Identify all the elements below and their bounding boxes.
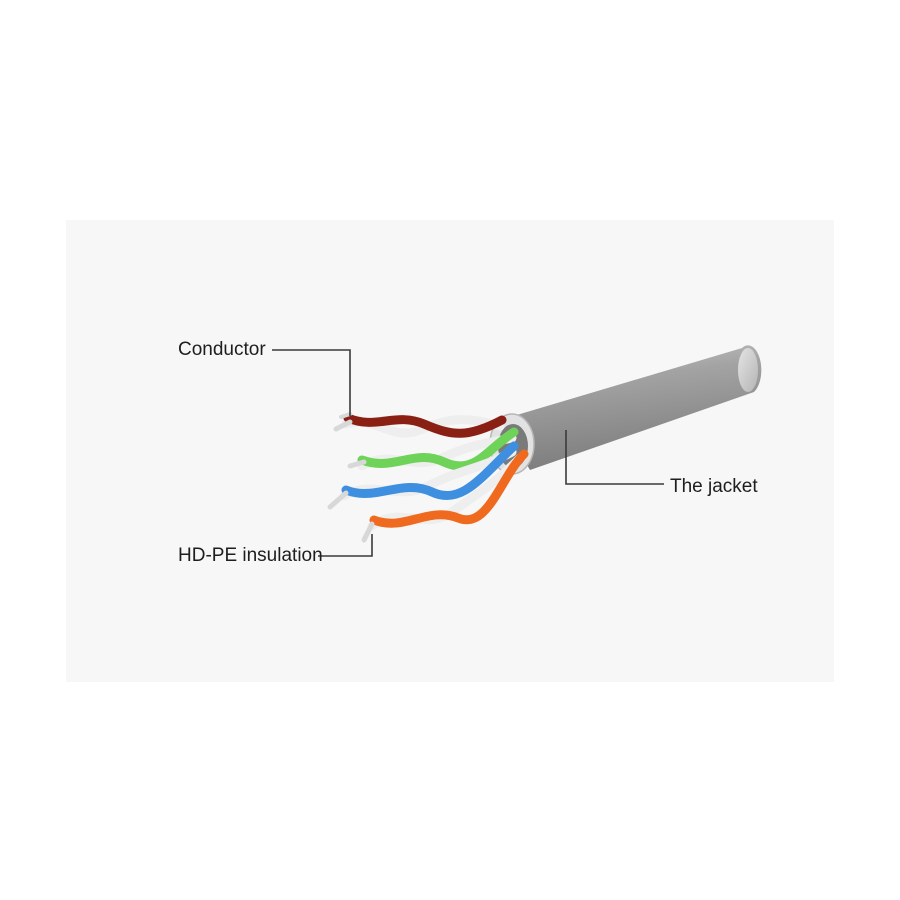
wire-pair-green (347, 427, 519, 471)
conductor-leader-line (272, 349, 351, 416)
insulation-leader-line (318, 534, 373, 557)
conductor-label: Conductor (178, 339, 266, 360)
wire-pair-blue (327, 441, 519, 510)
wire-pair-orange (361, 449, 529, 543)
cable-jacket (489, 345, 762, 475)
jacket-label: The jacket (670, 476, 758, 497)
insulation-label: HD-PE insulation (178, 545, 323, 566)
wire-pair-brown (333, 412, 507, 438)
jacket-leader-line (565, 430, 664, 485)
